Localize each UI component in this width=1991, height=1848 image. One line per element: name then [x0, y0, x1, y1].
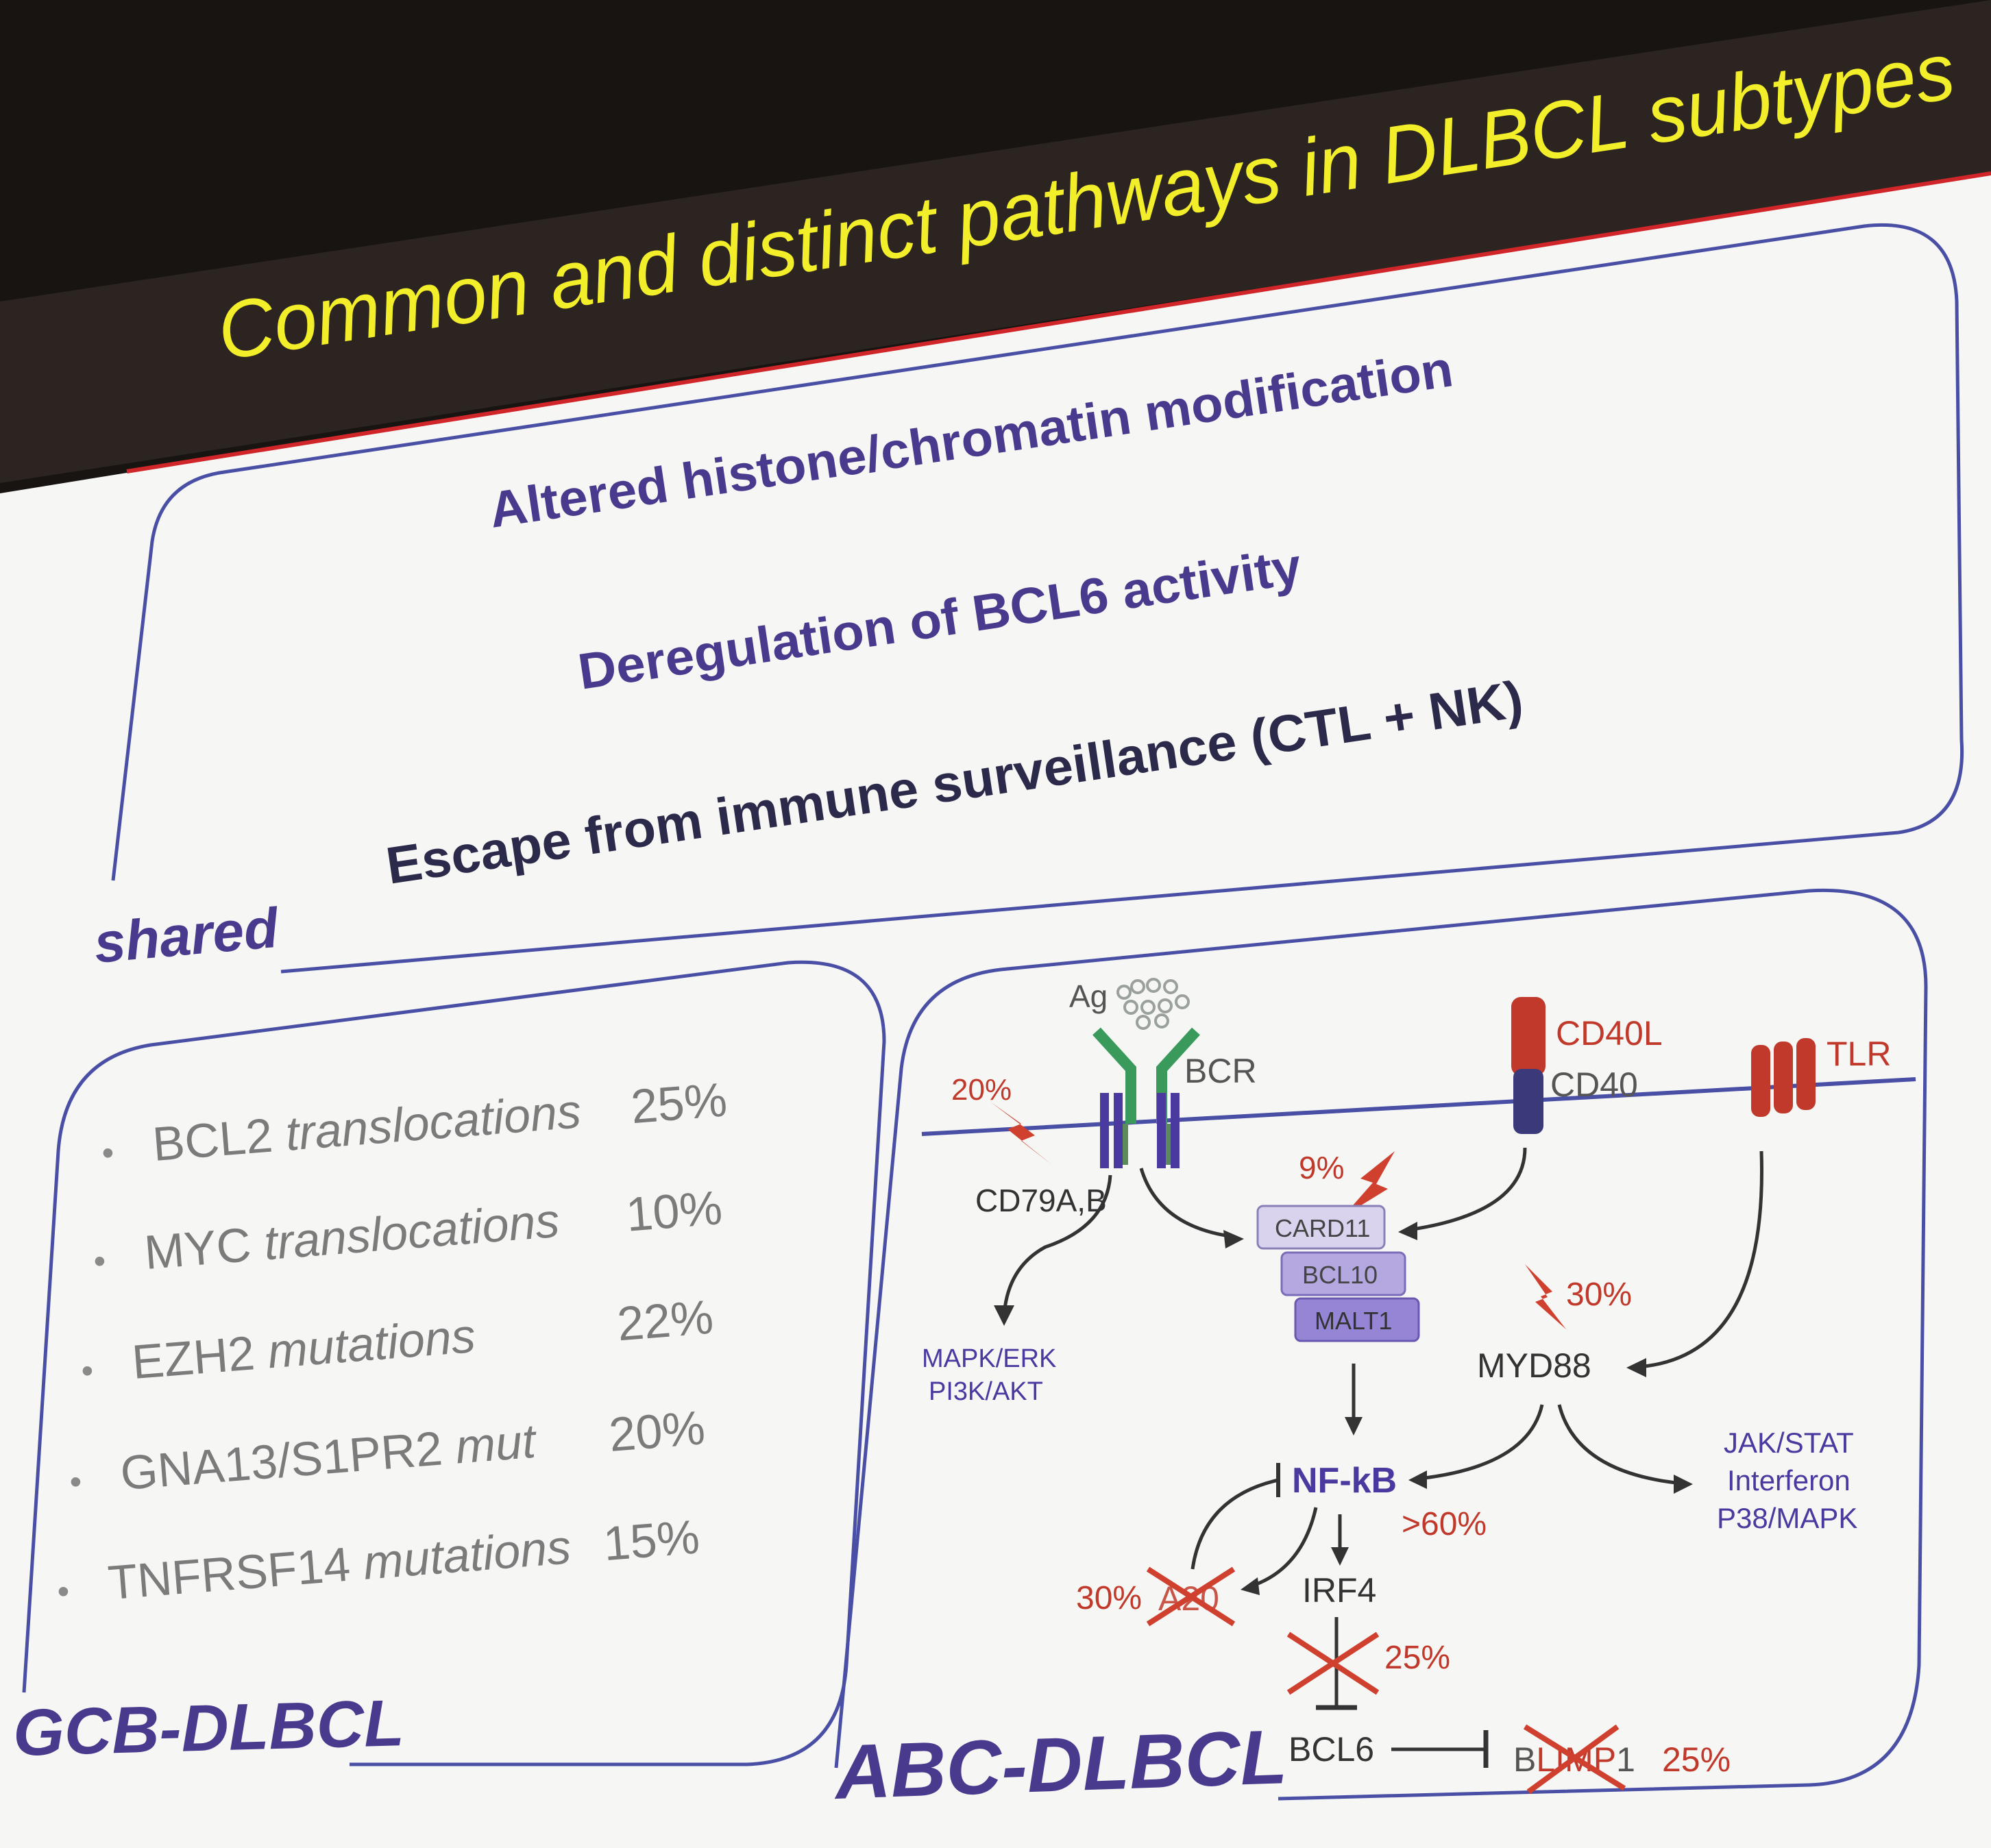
bcr-receptor-icon	[1092, 1027, 1200, 1168]
interferon-label: Interferon	[1727, 1464, 1850, 1496]
gcb-item-4-pct: 20%	[607, 1401, 707, 1462]
cell-membrane	[921, 1077, 1916, 1136]
myd88-label: MYD88	[1477, 1346, 1591, 1385]
gcb-label: GCB-DLBCL	[12, 1686, 405, 1770]
slide-header-band	[0, 0, 1991, 483]
bcl10-box	[1280, 1251, 1406, 1296]
cd79-label: CD79A,B	[975, 1183, 1107, 1218]
slide-body	[0, 175, 1991, 1848]
bcl6-label: BCL6	[1288, 1730, 1374, 1769]
myd88-percent: 30%	[1566, 1277, 1632, 1313]
cd40-label: CD40	[1550, 1065, 1638, 1104]
mapk-erk-label: MAPK/ERK	[922, 1344, 1056, 1373]
tlr-receptor-icon	[1751, 1038, 1816, 1117]
gcb-item-5-pct: 15%	[602, 1510, 702, 1570]
gcb-bullet-3: •	[80, 1351, 95, 1390]
tlr-label: TLR	[1827, 1035, 1891, 1073]
abc-label: ABC-DLBCL	[831, 1714, 1288, 1815]
mutation-bolt-myd88	[1525, 1264, 1566, 1329]
p38-mapk-label: P38/MAPK	[1717, 1502, 1857, 1534]
abc-box	[834, 888, 1928, 1801]
irf4-deleted-cross-icon	[1286, 1631, 1380, 1695]
abc-diagram: Ag BCR CD40L CD40 TLR	[921, 978, 1916, 1795]
card11-label: CARD11	[1275, 1214, 1370, 1242]
malt1-label: MALT1	[1315, 1307, 1392, 1335]
mutation-bolt-cd79	[990, 1102, 1052, 1165]
gcb-bullet-2: •	[92, 1242, 107, 1281]
nfkb-percent: >60%	[1402, 1506, 1487, 1542]
malt1-box	[1294, 1297, 1420, 1342]
antigen-icon	[1116, 978, 1190, 1030]
bcl10-label: BCL10	[1302, 1261, 1378, 1289]
card11-percent: 9%	[1299, 1150, 1344, 1185]
tlr-to-myd88-arrow	[1637, 1150, 1763, 1369]
cd40-receptor-icon	[1511, 997, 1546, 1134]
cd40-to-card11-arrow	[1408, 1147, 1527, 1232]
header-rule	[126, 171, 1991, 473]
cbm-complex: CARD11 BCL10 MALT1	[1256, 1205, 1420, 1342]
cd79-percent: 20%	[951, 1073, 1012, 1107]
gcb-bullet-5: •	[56, 1572, 71, 1611]
ag-label: Ag	[1069, 978, 1108, 1014]
blimp1-percent: 25%	[1662, 1740, 1731, 1779]
bcr-to-card11-arrow	[1139, 1168, 1234, 1239]
myd88-to-nfkb-arrow	[1418, 1404, 1544, 1481]
shared-box	[111, 223, 1964, 974]
gcb-bullet-1: •	[100, 1133, 115, 1172]
irf4-label: IRF4	[1302, 1571, 1376, 1610]
cd79-to-mapk-arrow	[1002, 1174, 1112, 1316]
bcr-label: BCR	[1184, 1052, 1257, 1090]
gcb-box	[22, 960, 886, 1766]
a20-percent: 30%	[1076, 1580, 1142, 1616]
gcb-item-3-pct: 22%	[615, 1290, 716, 1351]
irf4-percent: 25%	[1384, 1640, 1450, 1676]
gcb-item-1-pct: 25%	[629, 1072, 729, 1133]
mutation-bolt-card11	[1343, 1151, 1395, 1216]
a20-inhibits-nfkb-line	[1190, 1478, 1279, 1570]
pathway-connectors	[994, 1147, 1763, 1768]
cd40l-label: CD40L	[1556, 1014, 1663, 1052]
nfkb-to-a20-arrow	[1250, 1507, 1318, 1588]
myd88-to-jak-arrow	[1557, 1404, 1683, 1486]
jak-stat-label: JAK/STAT	[1724, 1427, 1854, 1459]
blimp1-deleted-cross-icon	[1523, 1724, 1626, 1795]
card11-box	[1256, 1205, 1386, 1250]
pi3k-akt-label: PI3K/AKT	[929, 1377, 1043, 1406]
nfkb-label: NF-kB	[1292, 1461, 1397, 1501]
gcb-bullet-4: •	[68, 1462, 83, 1501]
gcb-item-2-pct: 10%	[624, 1181, 724, 1242]
a20-deleted-cross-icon	[1146, 1566, 1236, 1627]
